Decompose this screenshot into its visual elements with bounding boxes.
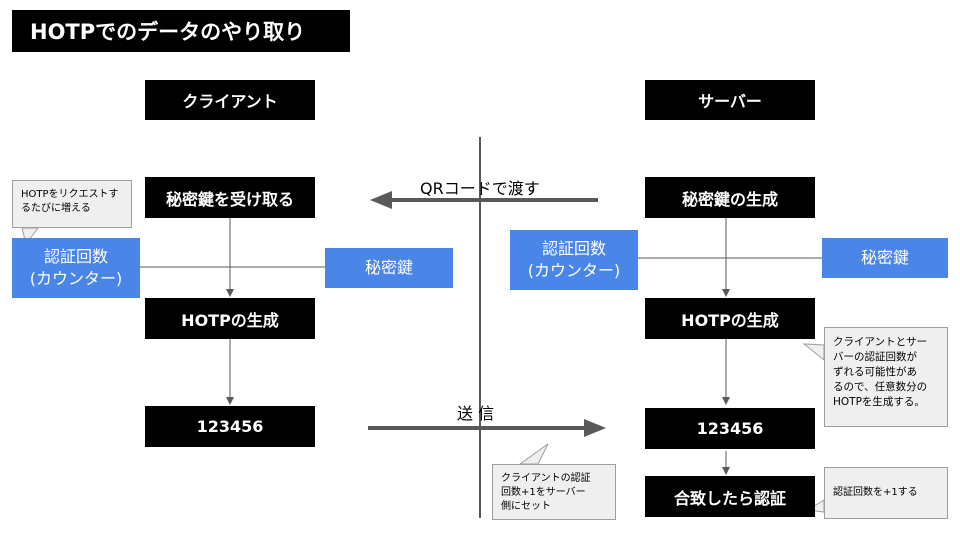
server-header: サーバー <box>645 80 815 120</box>
server-code-box: 123456 <box>645 408 815 449</box>
callout-increment-text: 認証回数を+1する <box>833 487 918 498</box>
callout-sync-tail <box>518 443 549 465</box>
page-title: HOTPでのデータのやり取り <box>12 10 350 52</box>
qr-arrow-head <box>370 191 392 209</box>
server-secret-key-box: 秘密鍵 <box>822 238 948 278</box>
callout-counter-mismatch-text: クライアントとサー バーの認証回数が ずれる可能性があ るので、任意数分の HO… <box>833 336 928 408</box>
client-counter-label: 認証回数 (カウンター) <box>29 247 123 288</box>
client-counter-box: 認証回数 (カウンター) <box>12 238 140 298</box>
send-arrow-label: 送 信 <box>457 404 495 423</box>
server-generate-step: HOTPの生成 <box>645 298 815 339</box>
callout-sync-counter-text: クライアントの認証 回数+1をサーバー 側にセット <box>501 473 591 512</box>
server-counter-box: 認証回数 (カウンター) <box>510 230 638 290</box>
client-header: クライアント <box>145 80 315 120</box>
client-receive-key-step: 秘密鍵を受け取る <box>145 177 315 218</box>
client-code-box: 123456 <box>145 406 315 447</box>
callout-mismatch-tail <box>802 343 825 362</box>
server-counter-label: 認証回数 (カウンター) <box>527 239 621 280</box>
server-authenticate-step: 合致したら認証 <box>645 476 815 517</box>
send-arrow-head <box>584 419 606 437</box>
client-generate-step: HOTPの生成 <box>145 298 315 339</box>
server-generate-key-step: 秘密鍵の生成 <box>645 177 815 218</box>
callout-increment: 認証回数を+1する <box>824 467 948 519</box>
callout-client-request-text: HOTPをリクエストす るたびに増える <box>21 189 119 214</box>
callout-sync-counter: クライアントの認証 回数+1をサーバー 側にセット <box>492 464 616 520</box>
qr-arrow-label: QRコードで渡す <box>420 179 540 198</box>
client-secret-key-box: 秘密鍵 <box>325 248 453 288</box>
callout-client-request: HOTPをリクエストす るたびに増える <box>12 180 132 228</box>
callout-counter-mismatch: クライアントとサー バーの認証回数が ずれる可能性があ るので、任意数分の HO… <box>824 327 948 427</box>
